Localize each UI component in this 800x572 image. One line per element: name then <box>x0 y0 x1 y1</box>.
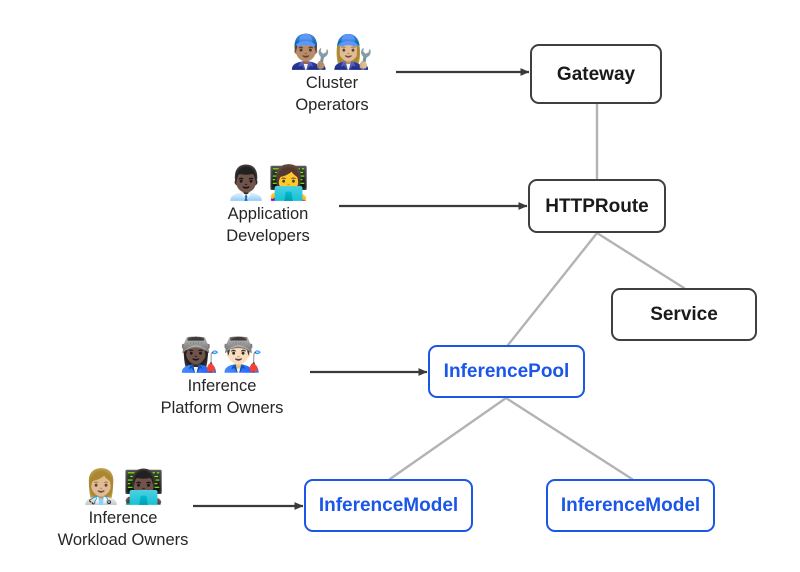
node-inferencemodel2[interactable]: InferenceModel <box>546 479 715 532</box>
node-label: Gateway <box>556 63 636 85</box>
persona-label-line: Platform Owners <box>160 399 284 417</box>
persona-label-line: Operators <box>295 96 369 114</box>
scientist-technologist-pair-emoji: 👩🏼‍⚕️👨🏿‍💻 <box>80 467 166 506</box>
persona-label-line: Inference <box>187 377 257 395</box>
node-service[interactable]: Service <box>611 288 757 341</box>
persona-label-line: Application <box>227 205 309 223</box>
node-label: HTTPRoute <box>545 195 649 217</box>
office-worker-technologist-pair-emoji: 👨🏿‍💼👩‍💻 <box>225 163 311 202</box>
edge-httproute-inferencepool <box>506 231 599 347</box>
construction-worker-pair-emoji: 👩🏿‍🏭👨🏻‍🏭 <box>179 335 265 374</box>
node-label: Service <box>650 304 718 325</box>
edge-httproute-service <box>595 231 686 290</box>
node-inferencemodel1[interactable]: InferenceModel <box>304 479 473 532</box>
edge-inferencepool-model1 <box>388 396 508 481</box>
edge-inferencepool-model2 <box>504 396 634 481</box>
node-gateway[interactable]: Gateway <box>530 44 662 104</box>
node-label: InferenceModel <box>560 495 701 516</box>
persona-label-line: Developers <box>226 227 310 245</box>
persona-arrows <box>193 68 530 510</box>
mechanic-pair-emoji: 👨🏽‍🔧👩🏼‍🔧 <box>289 32 375 71</box>
persona-label-line: Cluster <box>305 74 359 92</box>
node-httproute[interactable]: HTTPRoute <box>528 179 666 233</box>
node-label: InferencePool <box>443 361 570 382</box>
persona-label-line: Workload Owners <box>57 531 189 549</box>
node-inferencepool[interactable]: InferencePool <box>428 345 585 398</box>
persona-label-line: Inference <box>88 509 158 527</box>
relationship-lines <box>388 102 686 481</box>
node-label: InferenceModel <box>318 495 459 516</box>
